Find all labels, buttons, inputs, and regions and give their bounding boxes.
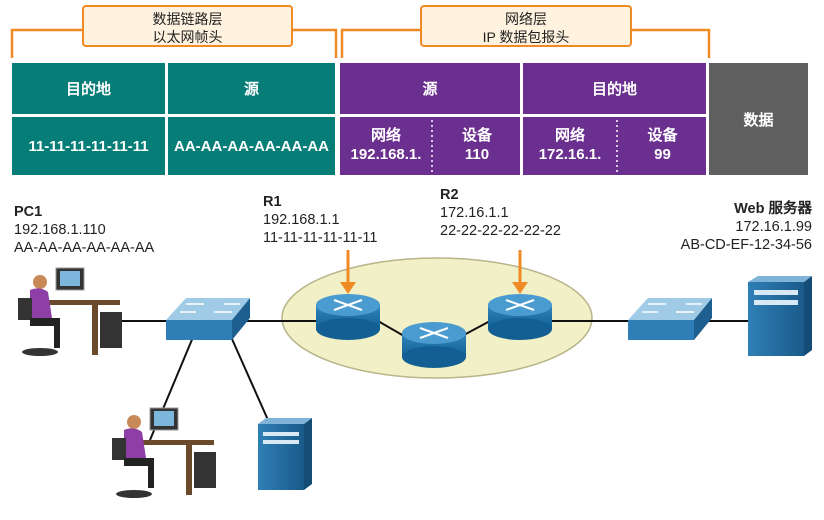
- switch-icon-right: [628, 298, 712, 340]
- pc1-ip: 192.168.1.110: [14, 222, 106, 238]
- ip-dest-device: 设备 99: [619, 126, 706, 164]
- data-cell: 数据: [709, 63, 808, 175]
- datalink-layer-label: 数据链路层 以太网帧头: [82, 5, 293, 47]
- server-icon-lan: [258, 418, 312, 490]
- server-icon-web: [748, 276, 812, 356]
- web-info: Web 服务器 172.16.1.99 AB-CD-EF-12-34-56: [681, 200, 812, 254]
- ip-dest-network-label: 网络: [554, 127, 585, 144]
- ip-dest-title: 目的地: [523, 63, 706, 114]
- network-layer-label: 网络层 IP 数据包报头: [420, 5, 632, 47]
- network-layer-line2: IP 数据包报头: [482, 29, 570, 45]
- pc1-mac: AA-AA-AA-AA-AA-AA: [14, 240, 155, 256]
- ip-src-device-label: 设备: [461, 127, 492, 144]
- ip-src-device: 设备 110: [434, 126, 520, 164]
- r2-mac: 22-22-22-22-22-22: [440, 223, 561, 239]
- pc-user-icon-pc1: [18, 267, 122, 356]
- eth-src-value: AA-AA-AA-AA-AA-AA: [168, 117, 335, 175]
- arrow-down-icon-r1: [340, 250, 356, 294]
- arrow-down-icon-r2: [512, 250, 528, 294]
- wan-cloud: [281, 257, 593, 379]
- ip-src-network-value: 192.168.1.: [350, 146, 422, 163]
- r2-name: R2: [440, 187, 459, 203]
- web-ip: 172.16.1.99: [735, 219, 812, 235]
- ip-src-network-label: 网络: [370, 127, 401, 144]
- router-icon-middle: [402, 322, 466, 368]
- ip-dest-device-label: 设备: [647, 127, 678, 144]
- r2-ip: 172.16.1.1: [440, 205, 509, 221]
- r1-mac: 11-11-11-11-11-11: [263, 230, 378, 246]
- r1-ip: 192.168.1.1: [263, 212, 340, 228]
- r1-name: R1: [263, 194, 282, 210]
- eth-dest-value: 11-11-11-11-11-11: [12, 117, 165, 175]
- ip-dest-network: 网络 172.16.1.: [523, 126, 617, 164]
- r1-info: R1 192.168.1.1 11-11-11-11-11-11: [263, 193, 377, 247]
- web-mac: AB-CD-EF-12-34-56: [680, 237, 812, 253]
- ip-src-title: 源: [340, 63, 520, 114]
- ip-dest-cell: [523, 117, 706, 175]
- switch-icon-left: [166, 298, 250, 340]
- r2-info: R2 172.16.1.1 22-22-22-22-22-22: [440, 186, 561, 240]
- pc-user-icon-lan: [112, 407, 216, 498]
- ip-dest-device-value: 99: [654, 146, 671, 163]
- router-icon-r2: [488, 294, 552, 340]
- eth-src-title: 源: [168, 63, 335, 114]
- pc1-name: PC1: [14, 204, 43, 220]
- router-icon-r1: [316, 294, 380, 340]
- web-name: Web 服务器: [734, 201, 812, 217]
- datalink-layer-line1: 数据链路层: [152, 11, 223, 27]
- ip-dest-network-value: 172.16.1.: [538, 146, 602, 163]
- datalink-layer-line2: 以太网帧头: [152, 29, 223, 45]
- eth-dest-title: 目的地: [12, 63, 165, 114]
- ip-src-cell: [340, 117, 520, 175]
- network-layer-line1: 网络层: [505, 11, 547, 27]
- ip-src-device-value: 110: [464, 146, 490, 163]
- ip-src-network: 网络 192.168.1.: [340, 126, 432, 164]
- pc1-info: PC1 192.168.1.110 AA-AA-AA-AA-AA-AA: [14, 203, 174, 257]
